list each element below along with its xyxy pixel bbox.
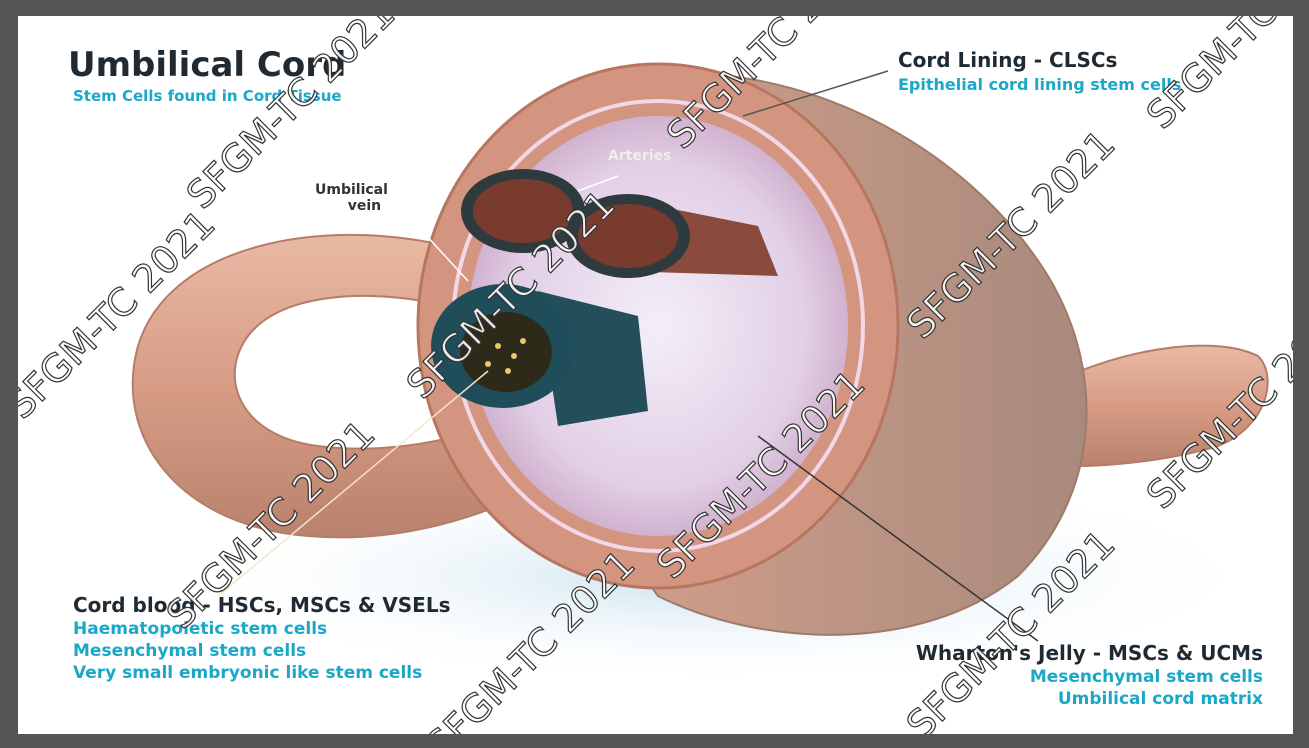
cord-blood-line-2: Mesenchymal stem cells xyxy=(73,642,306,662)
cord-lining-heading: Cord Lining - CLSCs xyxy=(898,49,1117,72)
cord-blood-line-3: Very small embryonic like stem cells xyxy=(73,664,422,684)
whartons-jelly-line-1: Mesenchymal stem cells xyxy=(1030,668,1263,688)
arteries-label: Arteries xyxy=(608,148,671,164)
vein-label-line1: Umbilical xyxy=(315,182,388,198)
whartons-jelly-line-2: Umbilical cord matrix xyxy=(1058,690,1263,710)
cord-blood-heading: Cord blood - HSCs, MSCs & VSELs xyxy=(73,594,451,617)
diagram-canvas: Umbilical Cord Stem Cells found in Cord … xyxy=(18,16,1293,734)
vein-label-line2: vein xyxy=(315,198,388,214)
vein-label: Umbilical vein xyxy=(315,182,388,214)
cord-lining-desc: Epithelial cord lining stem cells xyxy=(898,76,1181,94)
